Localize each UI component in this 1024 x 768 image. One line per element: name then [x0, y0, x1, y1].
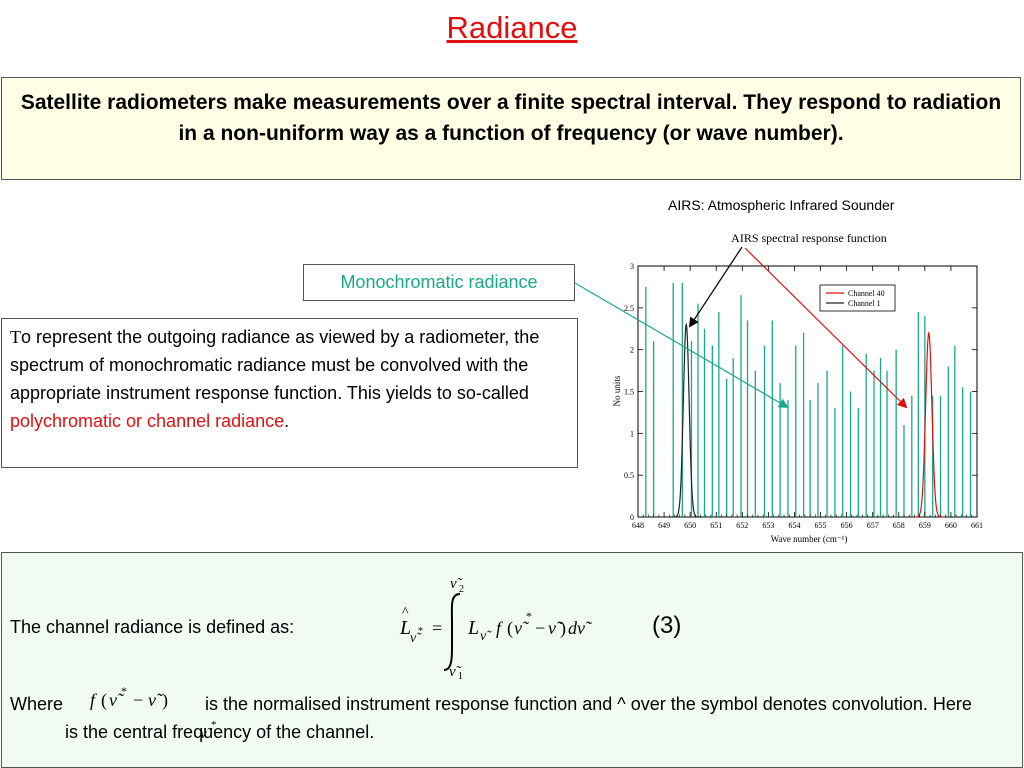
drop-letter: T [10, 327, 21, 347]
channel-radiance-highlight: polychromatic or channel radiance [10, 411, 285, 431]
definition-box [1, 552, 1023, 768]
svg-text:(: ( [101, 690, 107, 711]
x-tick-label: 655 [815, 521, 827, 530]
svg-text:f: f [496, 618, 504, 638]
series-line-channel-1 [670, 322, 702, 518]
airs-caption: AIRS: Atmospheric Infrared Sounder [668, 197, 895, 213]
svg-text:(: ( [507, 618, 513, 639]
plot-area [637, 265, 978, 518]
channel1-arrow [688, 246, 743, 328]
where-paragraph: Where is the normalised instrument respo… [10, 690, 1010, 746]
x-tick-label: 653 [762, 521, 774, 530]
y-tick-label: 1.5 [624, 388, 634, 397]
svg-text:^: ^ [402, 605, 409, 620]
svg-text:*: * [418, 626, 423, 637]
svg-text:*: * [211, 719, 217, 731]
svg-text:2: 2 [459, 584, 464, 595]
svg-text:−: − [535, 618, 545, 638]
svg-text:*: * [121, 684, 127, 698]
x-tick-label: 654 [788, 521, 800, 530]
series-line-channel-40 [913, 331, 945, 518]
x-tick-label: 649 [658, 521, 670, 530]
svg-text:L: L [467, 617, 479, 639]
svg-text:ν̃: ν̃ [480, 629, 492, 644]
equation-number: (3) [652, 612, 682, 639]
x-tick-label: 660 [945, 521, 957, 530]
legend-label: Channel 1 [848, 299, 881, 308]
x-axis-label: Wave number (cm⁻¹) [771, 534, 848, 544]
slide-title: Radiance [446, 10, 578, 45]
y-tick-label: 0.5 [624, 471, 634, 480]
spectral-response-chart: AIRS spectral response function Wave num… [612, 231, 983, 544]
x-tick-label: 656 [841, 521, 853, 530]
svg-text:1: 1 [458, 671, 463, 682]
channel-radiance-equation: L ^ ν̃ * = ν̃ 2 ν̃ 1 L ν̃ f ( ν̃ * − ν̃ … [399, 576, 593, 682]
svg-text:dν̃: dν̃ [568, 618, 593, 638]
x-tick-label: 657 [867, 521, 879, 530]
monochromatic-arrow [574, 282, 789, 409]
explanation-end: . [284, 411, 290, 431]
legend-label: Channel 40 [848, 289, 885, 298]
svg-text:=: = [432, 618, 442, 638]
channel40-arrow [744, 247, 908, 409]
y-axis-label: No units [612, 375, 622, 406]
svg-text:L: L [399, 617, 411, 639]
y-tick-label: 2.5 [624, 304, 634, 313]
y-tick-label: 2 [630, 346, 634, 355]
x-tick-label: 651 [710, 521, 722, 530]
svg-text:): ) [162, 690, 168, 711]
monochromatic-label: Monochromatic radiance [340, 272, 538, 292]
monochromatic-label-box: Monochromatic radiance [303, 264, 575, 301]
response-function-symbol: f ( ν̃ * − ν̃ ) [90, 684, 168, 711]
x-tick-label: 650 [684, 521, 696, 530]
x-tick-label: 652 [736, 521, 748, 530]
svg-text:−: − [133, 690, 143, 710]
definition-label: The channel radiance is defined as: [10, 617, 295, 637]
svg-text:): ) [560, 618, 566, 639]
x-tick-label: 658 [893, 521, 905, 530]
svg-text:*: * [526, 609, 532, 623]
y-tick-label: 3 [630, 262, 634, 271]
svg-text:f: f [90, 690, 98, 710]
y-tick-label: 1 [630, 429, 634, 438]
x-tick-label: 661 [971, 521, 983, 530]
explanation-text: o represent the outgoing radiance as vie… [10, 327, 540, 403]
where-word: Where [10, 694, 64, 714]
where-response-text: is the normalised instrument response fu… [205, 694, 972, 714]
y-tick-label: 0 [630, 513, 634, 522]
chart-title: AIRS spectral response function [731, 231, 887, 245]
intro-text: Satellite radiometers make measurements … [20, 91, 1002, 145]
explanation-box: To represent the outgoing radiance as vi… [1, 318, 578, 468]
where-central-text: is the central frequency of the channel. [65, 722, 375, 742]
intro-box: Satellite radiometers make measurements … [1, 77, 1021, 180]
x-tick-label: 659 [919, 521, 931, 530]
central-frequency-symbol: ν̃ * [200, 719, 217, 742]
x-tick-label: 648 [632, 521, 644, 530]
